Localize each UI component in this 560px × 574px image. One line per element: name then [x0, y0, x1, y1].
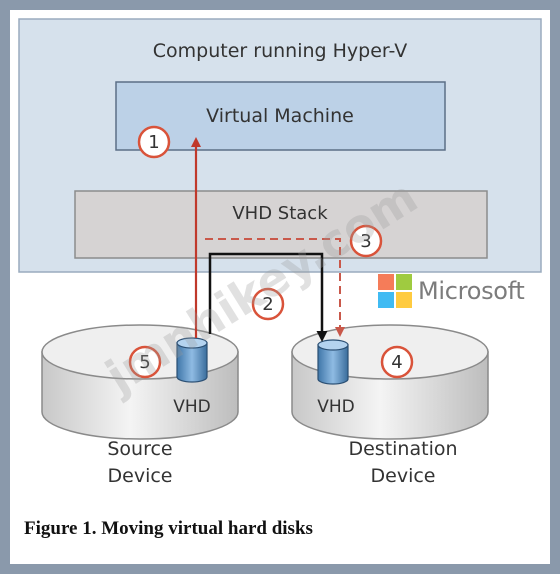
destination-vhd-label: VHD	[317, 397, 355, 417]
vhd-stack-box	[74, 190, 488, 259]
vm-box	[115, 81, 446, 151]
step-marker-2: 2	[251, 287, 285, 321]
microsoft-watermark: Microsoft	[378, 274, 525, 308]
destination-device-label-line2: Device	[371, 465, 436, 487]
source-device-label-line2: Device	[108, 465, 173, 487]
figure-caption: Figure 1. Moving virtual hard disks	[24, 518, 313, 539]
source-device-label-line1: Source	[107, 438, 172, 460]
step-marker-3: 3	[349, 224, 383, 258]
vhd-stack-label: VHD Stack	[232, 203, 328, 224]
destination-device-label-line1: Destination	[348, 438, 457, 460]
step-marker-1: 1	[137, 125, 171, 159]
step-marker-4: 4	[380, 345, 414, 379]
source-vhd-icon	[176, 337, 208, 383]
microsoft-wordmark: Microsoft	[418, 277, 525, 305]
step-number-5: 5	[139, 352, 150, 373]
microsoft-logo-icon	[378, 274, 412, 308]
source-vhd-label: VHD	[173, 397, 211, 417]
step-number-2: 2	[262, 294, 273, 315]
step-number-1: 1	[148, 132, 159, 153]
host-title: Computer running Hyper-V	[153, 40, 407, 62]
mirror-dashed-arrow	[205, 238, 345, 337]
step-number-3: 3	[360, 231, 371, 252]
step-marker-5: 5	[128, 345, 162, 379]
step-number-4: 4	[391, 352, 402, 373]
copy-arrow	[208, 252, 328, 342]
vm-label: Virtual Machine	[206, 105, 354, 127]
destination-vhd-icon	[317, 339, 349, 385]
